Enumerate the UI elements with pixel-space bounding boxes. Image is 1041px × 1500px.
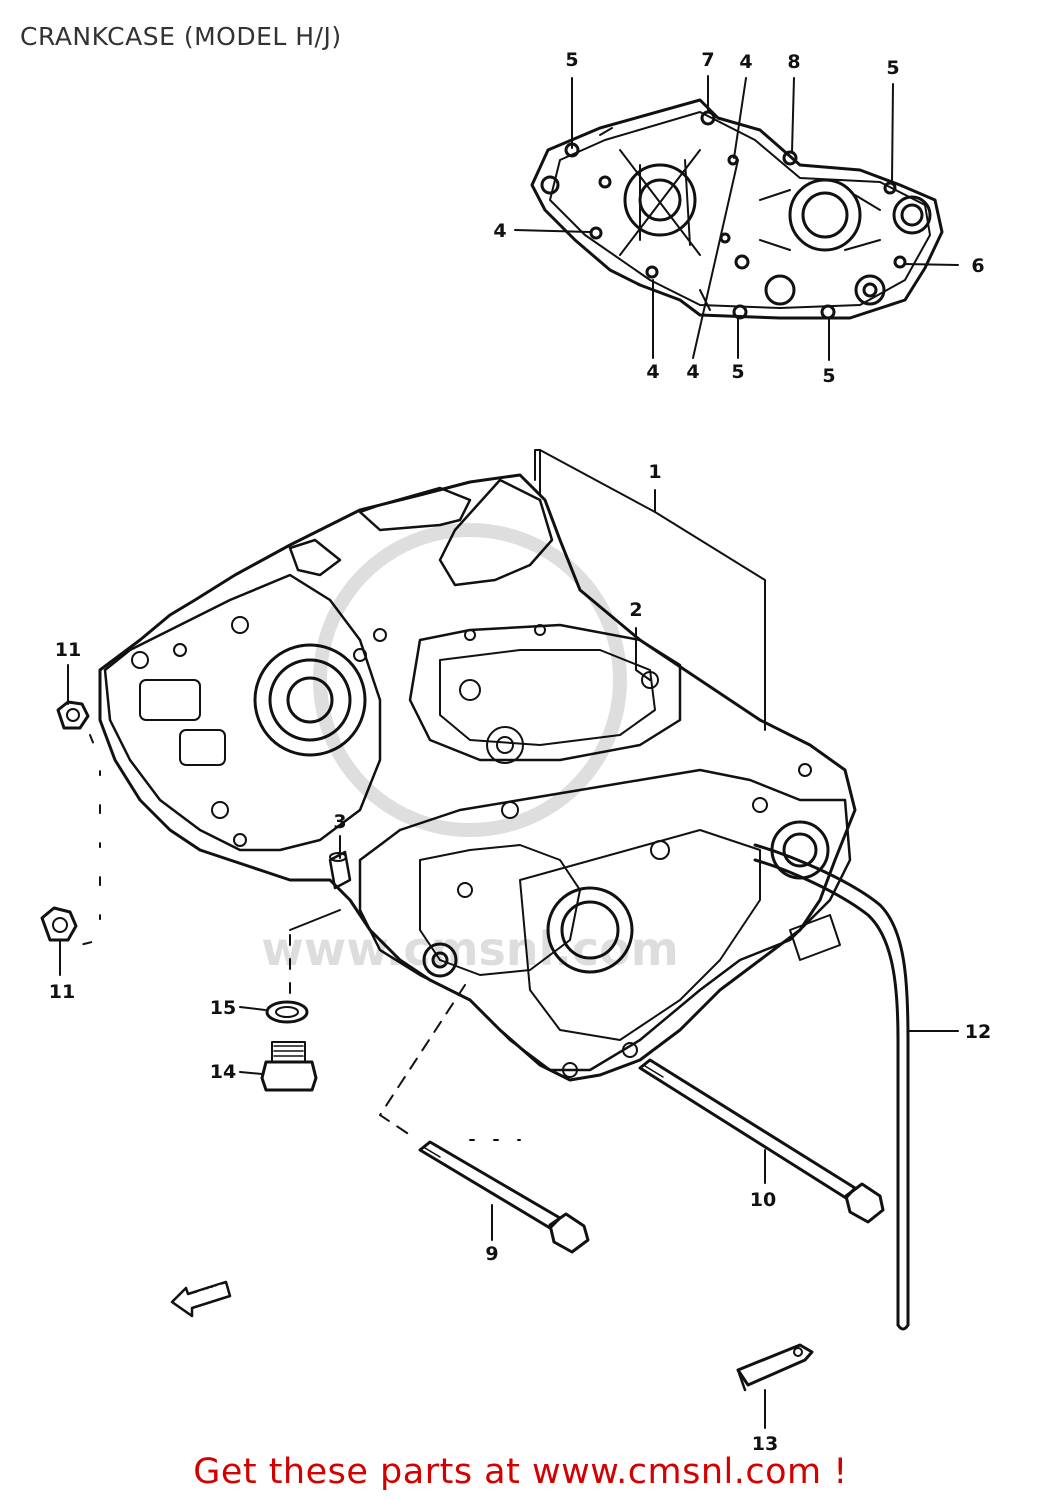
gasket-washer: [265, 1000, 309, 1024]
callout-8: 8: [787, 51, 800, 73]
callout-5-top-right: 5: [886, 57, 899, 79]
callout-7: 7: [701, 49, 714, 71]
callout-5-bottom-a: 5: [731, 361, 744, 383]
bolt-long: [638, 1058, 885, 1224]
callout-4-bottom-b: 4: [686, 361, 699, 383]
watermark: www.cmsnl.com: [261, 523, 679, 976]
watermark-text: www.cmsnl.com: [261, 922, 678, 976]
callout-1: 1: [648, 461, 661, 483]
callout-12: 12: [965, 1021, 991, 1043]
callout-4-top: 4: [739, 51, 752, 73]
callout-10: 10: [750, 1189, 776, 1211]
breather-hose: [753, 843, 910, 1327]
drain-plug: [260, 1041, 318, 1092]
diagram-title: CRANKCASE (MODEL H/J): [20, 22, 342, 51]
promo-link[interactable]: Get these parts at www.cmsnl.com !: [193, 1452, 848, 1492]
nut-upper: [56, 700, 90, 730]
callout-3: 3: [333, 811, 346, 833]
crankcase-assembly: [98, 473, 857, 1082]
nut-lower: [40, 906, 78, 942]
bolt-short: [418, 1140, 590, 1254]
callout-9: 9: [485, 1243, 498, 1265]
callout-5-bottom-b: 5: [822, 365, 835, 387]
forward-arrow-icon: [170, 1280, 232, 1318]
callout-2: 2: [629, 599, 642, 621]
callout-4-bottom-a: 4: [646, 361, 659, 383]
callout-15: 15: [210, 997, 236, 1019]
callout-13: 13: [752, 1433, 778, 1455]
callout-6: 6: [971, 255, 984, 277]
callout-4-left: 4: [493, 220, 506, 242]
callout-5-top-left: 5: [565, 49, 578, 71]
callout-11-bottom: 11: [49, 981, 75, 1003]
fwd-label: FWD: [196, 1282, 227, 1303]
callout-14: 14: [210, 1061, 236, 1083]
hose-clamp: [736, 1343, 814, 1392]
callout-11-top: 11: [55, 639, 81, 661]
